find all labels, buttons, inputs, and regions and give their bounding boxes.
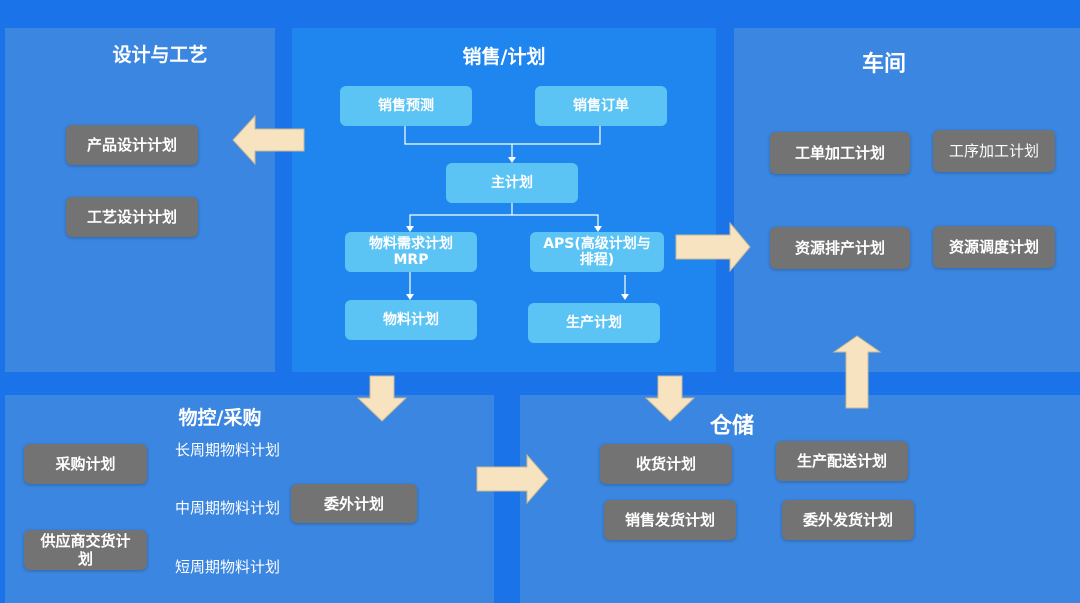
production-delivery-plan[interactable]: 生产配送计划 (776, 441, 908, 481)
sales-forecast-box[interactable]: 销售预测 (340, 86, 472, 126)
purchase-plan[interactable]: 采购计划 (24, 444, 147, 484)
arrow-sales-to-design (232, 114, 305, 166)
workshop-panel (734, 28, 1080, 372)
material-plan-box[interactable]: 物料计划 (345, 300, 477, 340)
arrow-procurement-to-warehouse (476, 453, 549, 505)
product-design-plan[interactable]: 产品设计计划 (66, 125, 198, 165)
outsource-plan[interactable]: 委外计划 (291, 484, 417, 523)
arrow-sales-to-procurement (356, 375, 408, 422)
sales-shipping-plan[interactable]: 销售发货计划 (604, 500, 736, 540)
long-cycle-material-plan: 长周期物料计划 (175, 441, 281, 459)
supplier-delivery-plan[interactable]: 供应商交货计 划 (24, 530, 147, 570)
arrow-sales-to-warehouse (644, 375, 696, 422)
master-plan-box[interactable]: 主计划 (446, 163, 578, 203)
arrow-warehouse-to-workshop (832, 335, 882, 409)
resource-scheduling-plan[interactable]: 资源排产计划 (770, 227, 910, 269)
short-cycle-material-plan: 短周期物料计划 (175, 558, 281, 576)
operation-plan[interactable]: 工序加工计划 (933, 130, 1055, 172)
process-design-plan[interactable]: 工艺设计计划 (66, 197, 198, 237)
design-title: 设计与工艺 (112, 44, 208, 66)
resource-dispatch-plan[interactable]: 资源调度计划 (933, 226, 1055, 268)
aps-box[interactable]: APS(高级计划与 排程) (530, 232, 664, 272)
warehouse-panel (520, 395, 1080, 603)
warehouse-title: 仓储 (709, 414, 754, 439)
arrow-sales-to-workshop (675, 221, 751, 273)
mrp-box[interactable]: 物料需求计划 MRP (345, 232, 477, 272)
production-plan-box[interactable]: 生产计划 (528, 303, 660, 343)
mid-cycle-material-plan: 中周期物料计划 (175, 499, 281, 517)
workshop-title: 车间 (861, 52, 906, 77)
outsource-shipping-plan[interactable]: 委外发货计划 (782, 500, 914, 540)
sales-order-box[interactable]: 销售订单 (535, 86, 667, 126)
receiving-plan[interactable]: 收货计划 (600, 444, 732, 484)
work-order-plan[interactable]: 工单加工计划 (770, 132, 910, 174)
procurement-title: 物控/采购 (178, 407, 262, 429)
sales-title: 销售/计划 (462, 46, 546, 68)
